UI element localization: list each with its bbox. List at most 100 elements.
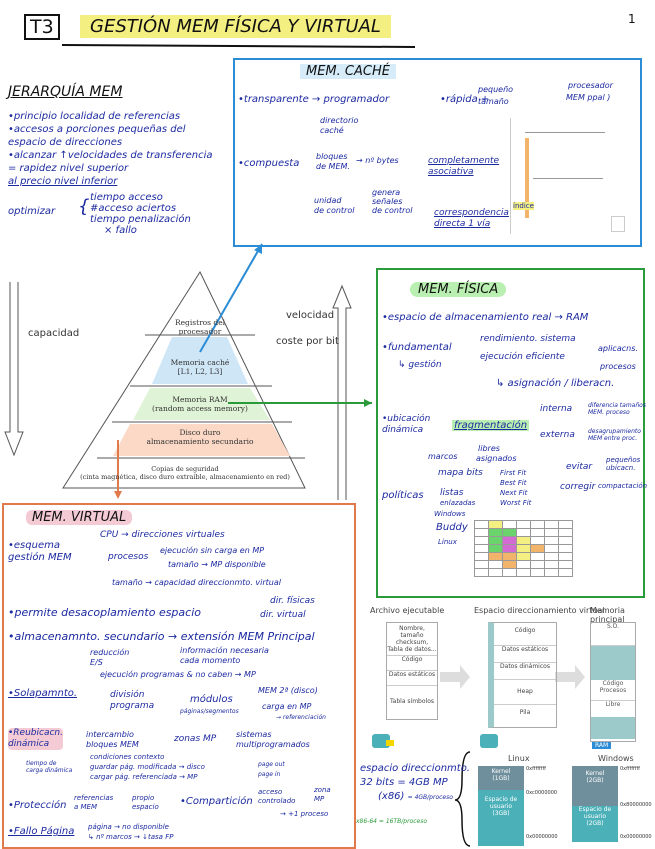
diagram-col-mp: Memoria principal — [590, 606, 625, 624]
virtual-procesos: procesos — [108, 552, 149, 562]
buddy-table — [474, 520, 573, 577]
virtual-mem2: MEM 2ª (disco) — [258, 686, 318, 695]
exe-row: Código — [387, 656, 437, 671]
fisica-linux: Linux — [438, 538, 457, 546]
fisica-asign: ↳ asignación / liberacn. — [496, 378, 615, 389]
cache-pequeno: pequeño — [478, 85, 514, 94]
cache-procesador: procesador — [568, 81, 613, 90]
fisica-ejec: ejecución eficiente — [480, 352, 565, 362]
virtual-cargamp: carga en MP — [262, 702, 312, 711]
virtual-ref: → referenciación — [276, 714, 326, 721]
cache-transparente: •transparente → programador — [238, 94, 390, 105]
jerarquia-line: •principio localidad de referencias — [8, 111, 181, 122]
addr-label: 0xffffffff — [620, 766, 640, 772]
virtual-tam2: tamaño → capacidad direccionmto. virtual — [112, 578, 281, 587]
capacidad-label: capacidad — [28, 328, 80, 339]
pyramid-level-backup: Copias de seguridad(cinta magnética, dis… — [80, 465, 290, 481]
fisica-rend: rendimiento. sistema — [480, 334, 576, 344]
virtual-pagina: página → no disponible↳ nº marcos → ↓tas… — [88, 823, 174, 841]
fisica-fundamental: •fundamental — [382, 342, 452, 353]
windows-label: Windows — [598, 754, 634, 763]
cache-compuesta: •compuesta — [238, 158, 300, 169]
fisica-evitar: evitar — [566, 462, 593, 472]
jerarquia-line: •accesos a porciones pequeñas del — [8, 124, 186, 135]
virtual-dirfis: dir. físicas — [270, 596, 315, 606]
opt-item: tiempo penalización — [90, 214, 191, 225]
cache-nbytes: → nº bytes — [356, 156, 399, 165]
jerarquia-line: al precio nivel inferior — [8, 176, 118, 187]
addr-label: 0x00000000 — [526, 834, 558, 840]
fisica-asignados: asignados — [476, 454, 517, 463]
addr-label: 0xc0000000 — [526, 790, 558, 796]
virtual-pag: páginas/segmentos — [180, 708, 239, 715]
opt-item: × fallo — [104, 225, 137, 236]
addr-label: 0xffffffff — [526, 766, 546, 772]
opt-item: #acceso aciertos — [90, 203, 177, 214]
windows-kernel: Kernel(2GB) — [572, 766, 618, 806]
tag-label: T3 — [24, 14, 60, 40]
optimizar-label: optimizar — [8, 206, 56, 217]
fisica-proc: procesos — [600, 362, 636, 371]
fisica-externa: externa — [540, 430, 575, 440]
virtual-title: MEM. VIRTUAL — [26, 510, 133, 525]
virtual-cpu: CPU → direcciones virtuales — [100, 530, 225, 540]
virtual-zonas: zonas MP — [174, 734, 217, 744]
ram-label: RAM — [592, 742, 612, 749]
page-number: 1 — [628, 12, 636, 26]
virtual-masproc: → +1 proceso — [280, 810, 329, 818]
mp-row: S.O. — [591, 623, 635, 646]
virtual-permite: •permite desacoplamiento espacio — [8, 606, 201, 619]
cache-rapida: •rápida + — [440, 94, 490, 105]
disk-icon — [480, 734, 498, 748]
pyramid-level-ram: Memoria RAM(random access memory) — [152, 395, 248, 413]
fisica-libres: libres — [478, 444, 500, 453]
fisica-windows: Windows — [434, 510, 466, 518]
velocidad-label: velocidad — [286, 310, 335, 321]
cache-section — [233, 58, 642, 247]
fisica-line1: •espacio de almacenamiento real → RAM — [382, 312, 589, 323]
fisica-marcos: marcos — [428, 452, 458, 461]
virtual-dirvir: dir. virtual — [260, 610, 306, 620]
fisica-corregir: corregir — [560, 482, 596, 492]
virt-row: Código — [494, 623, 556, 646]
fisica-title: MEM. FÍSICA — [410, 282, 507, 297]
espacio-direccionamiento: espacio direccionmto. 32 bits = 4GB MP (… — [360, 763, 470, 802]
section-tag: T3 — [24, 14, 60, 40]
fisica-interna: interna — [540, 404, 573, 414]
cache-tamano: tamaño — [478, 97, 509, 106]
fisica-compact: compactación — [598, 482, 648, 490]
coste-label: coste por bit — [276, 336, 339, 347]
virtual-protec: •Protección — [8, 800, 67, 811]
fisica-gestion: ↳ gestión — [398, 360, 442, 370]
jerarquia-title: JERARQUÍA MEM — [8, 84, 123, 100]
